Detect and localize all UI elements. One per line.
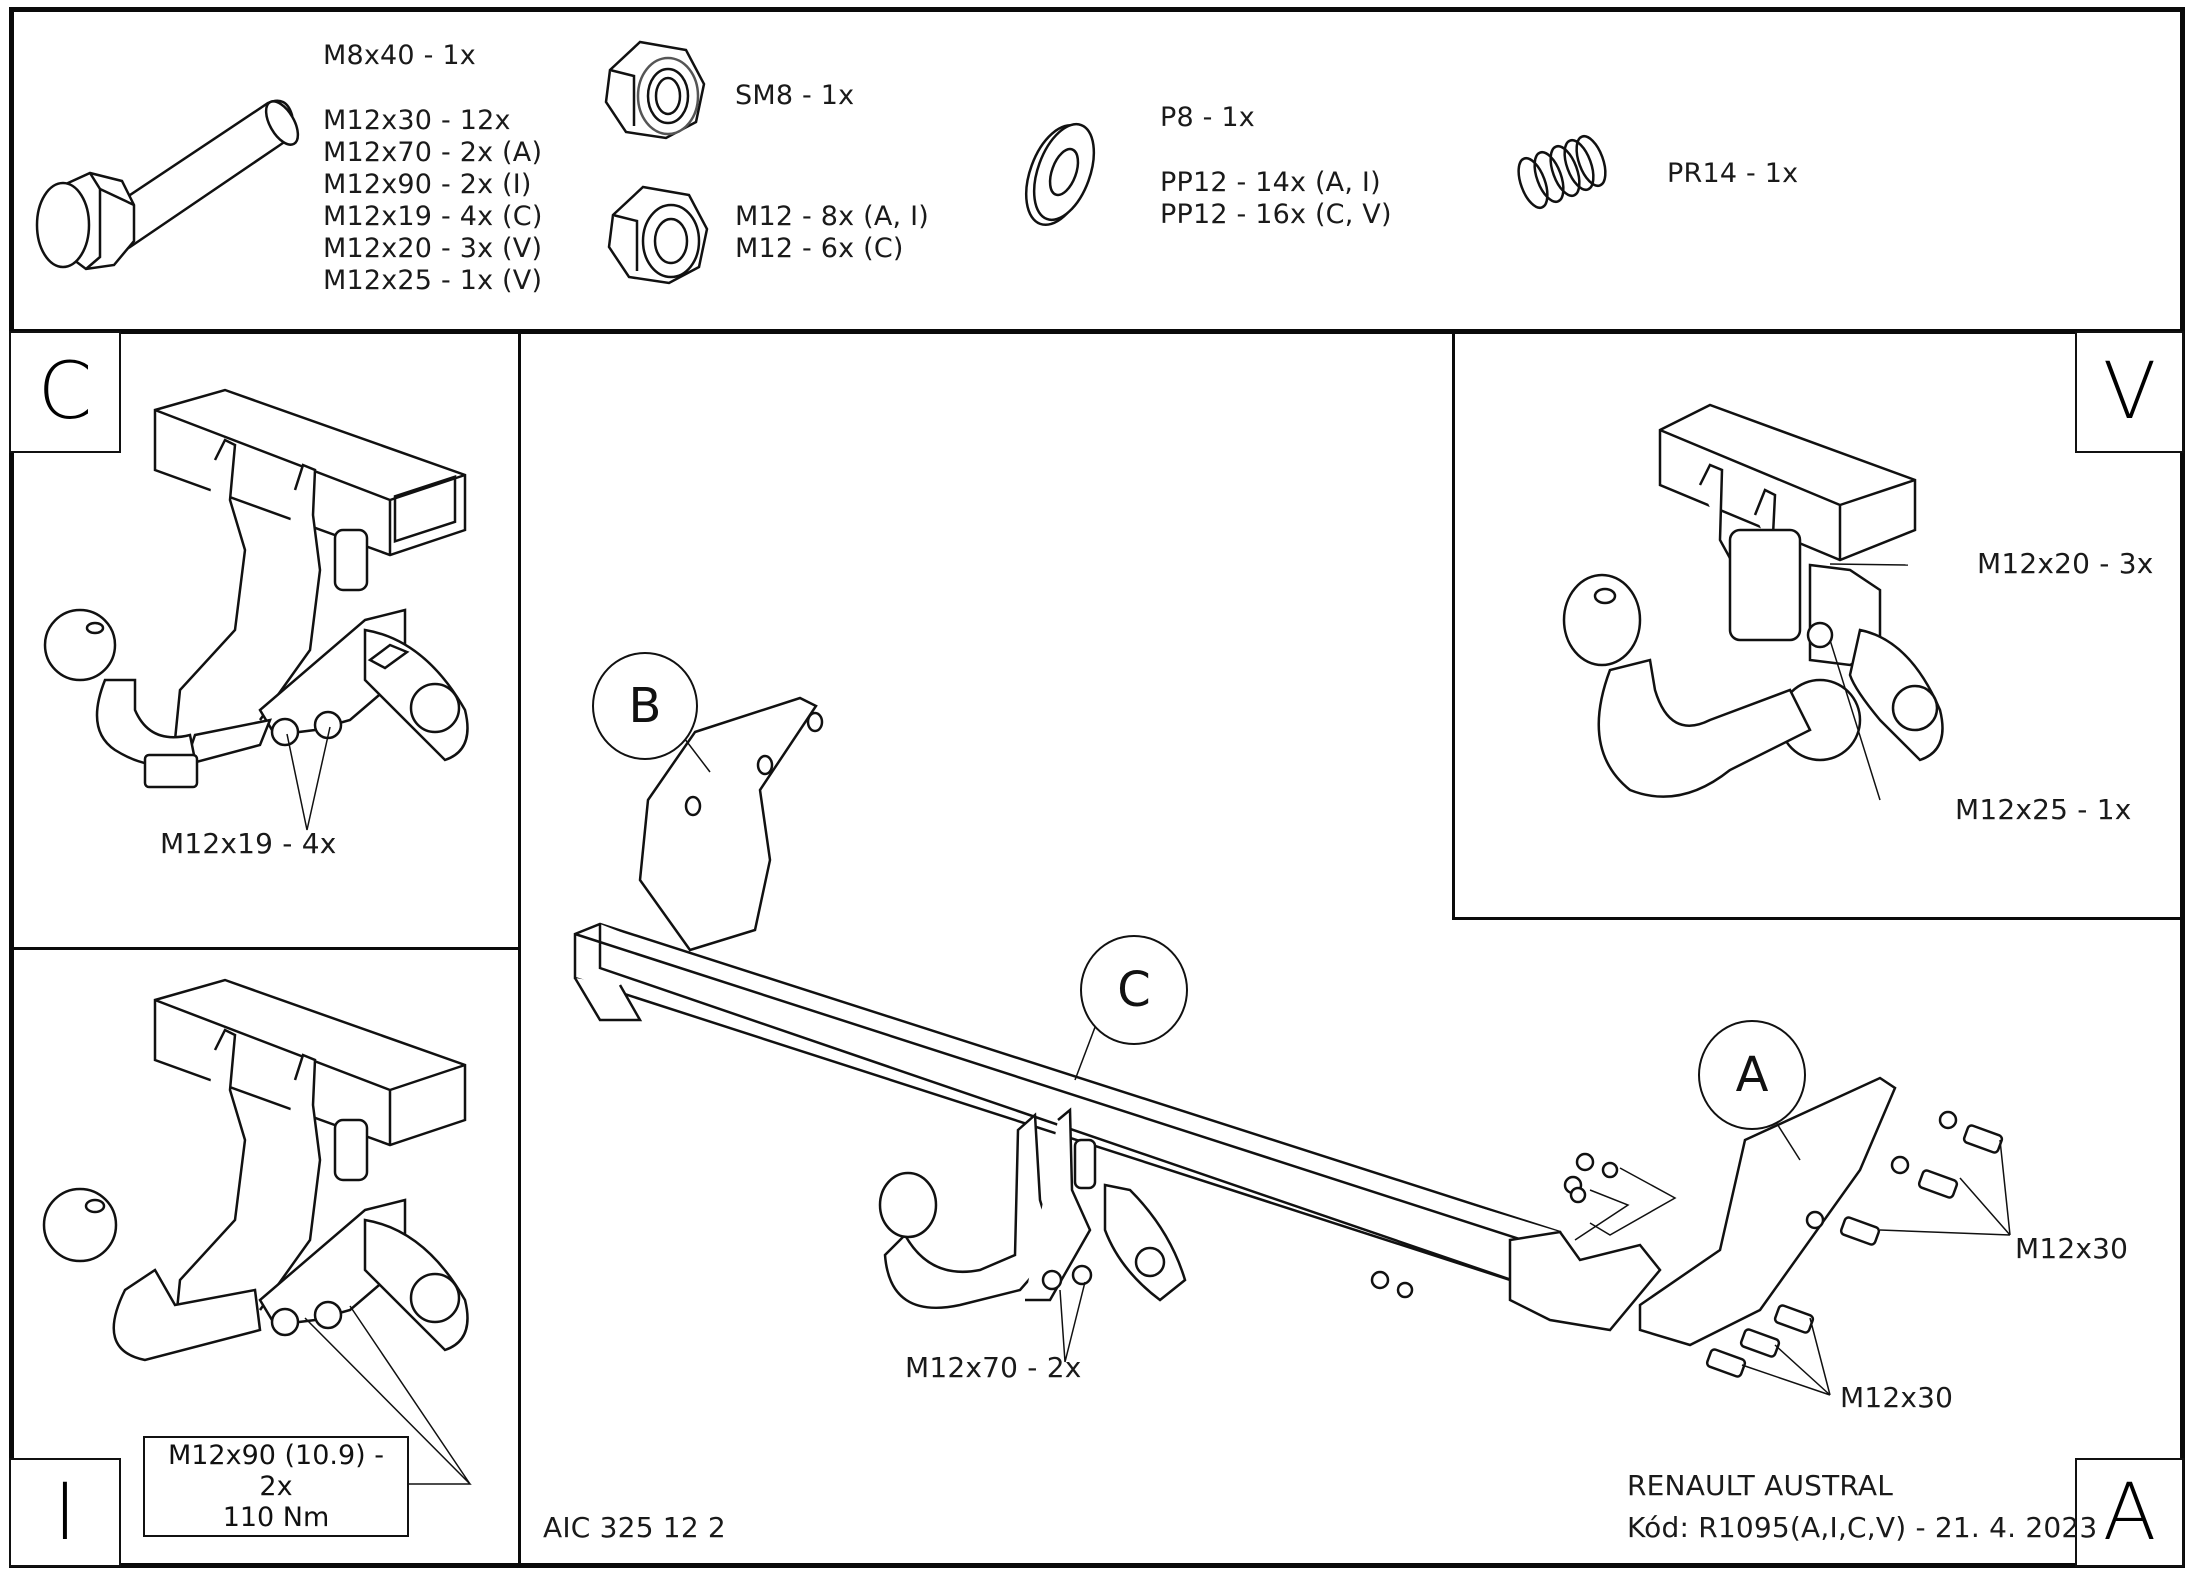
- drawing-frame: [9, 7, 2185, 1568]
- panel-i-torque-spec: M12x90 (10.9) - 2x 110 Nm: [143, 1436, 409, 1537]
- towbar-detachable-drawing: [45, 390, 505, 870]
- v-panel-left-border: [1452, 331, 1455, 919]
- washer-item: P8 - 1x: [1160, 102, 1255, 133]
- washer-item: PP12 - 14x (A, I): [1160, 167, 1381, 198]
- lock-nut-label: SM8 - 1x: [735, 80, 855, 111]
- bubble-a: A: [1698, 1020, 1806, 1130]
- main-callout-m12x70: M12x70 - 2x: [905, 1351, 1082, 1384]
- nut-item: M12 - 8x (A, I): [735, 201, 929, 232]
- towbar-fixed-drawing: [45, 980, 505, 1460]
- spring-icon: [1515, 125, 1610, 220]
- towbar-retractable-drawing: [1510, 390, 1990, 870]
- lock-nut-icon: [600, 38, 710, 143]
- panel-a-letter: A: [2075, 1458, 2184, 1567]
- bolt-item: M12x90 - 2x (I): [323, 169, 532, 200]
- bubble-c: C: [1080, 935, 1188, 1045]
- washer-icon: [1022, 120, 1092, 230]
- spring-label: PR14 - 1x: [1667, 158, 1799, 189]
- hex-nut-icon: [603, 183, 713, 288]
- vehicle-name: RENAULT AUSTRAL: [1627, 1469, 1894, 1502]
- parts-divider: [9, 329, 2185, 334]
- bolt-item: M12x70 - 2x (A): [323, 137, 543, 168]
- c-i-divider: [9, 947, 521, 950]
- bubble-b: B: [592, 652, 698, 760]
- panel-c-callout: M12x19 - 4x: [160, 827, 337, 860]
- bolt-item: M12x25 - 1x (V): [323, 265, 543, 296]
- bolt-item: M12x19 - 4x (C): [323, 201, 543, 232]
- panel-c-letter: C: [9, 331, 121, 453]
- panel-v-letter: V: [2075, 331, 2184, 453]
- main-callout-m12x30-lower: M12x30: [1840, 1381, 1954, 1414]
- panel-i-leader-lines: [0, 0, 520, 1570]
- panel-v-callout-bottom: M12x25 - 1x: [1955, 793, 2132, 826]
- panel-i-bolt-spec: M12x90 (10.9) - 2x: [167, 1440, 385, 1502]
- bolt-item: M12x30 - 12x: [323, 105, 511, 136]
- drawing-number: AIC 325 12 2: [543, 1511, 726, 1544]
- bracket-a: [1640, 1078, 1895, 1345]
- product-code-date: Kód: R1095(A,I,C,V) - 21. 4. 2023: [1627, 1511, 2098, 1544]
- panel-v-callout-top: M12x20 - 3x: [1977, 547, 2154, 580]
- washer-item: PP12 - 16x (C, V): [1160, 199, 1392, 230]
- nut-item: M12 - 6x (C): [735, 233, 904, 264]
- main-callout-m12x30-upper: M12x30: [2015, 1232, 2129, 1265]
- bolt-item: M12x20 - 3x (V): [323, 233, 543, 264]
- v-panel-bottom-border: [1452, 917, 2180, 920]
- panel-i-letter: I: [9, 1458, 121, 1567]
- bolt-item: M8x40 - 1x: [323, 40, 476, 71]
- hex-bolt-icon: [30, 85, 300, 285]
- panel-i-torque-value: 110 Nm: [222, 1502, 330, 1533]
